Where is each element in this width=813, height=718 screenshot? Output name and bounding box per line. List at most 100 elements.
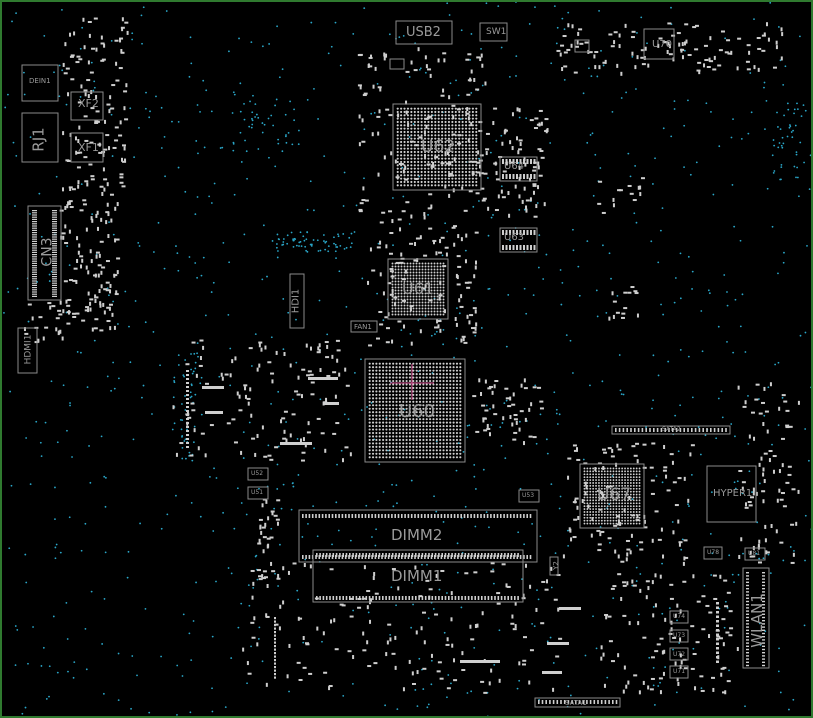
ball [461, 174, 464, 177]
ball [624, 490, 626, 493]
pad [556, 700, 559, 704]
pad [500, 514, 502, 518]
ball [452, 431, 455, 435]
pad [424, 553, 427, 557]
via [579, 712, 582, 715]
pad [633, 290, 638, 293]
ball [378, 366, 381, 369]
pad [296, 661, 301, 664]
ball [454, 107, 457, 110]
pad [684, 556, 689, 559]
via [310, 243, 313, 246]
via [299, 231, 302, 234]
ball [615, 499, 618, 502]
ball [447, 130, 451, 134]
pad [482, 197, 487, 200]
via [204, 314, 207, 317]
ball [468, 144, 471, 147]
pad [279, 604, 282, 609]
ball [436, 280, 439, 283]
ball [461, 160, 464, 164]
via [117, 377, 120, 380]
pad [292, 562, 297, 565]
ball [439, 277, 442, 280]
via [440, 401, 443, 403]
via [563, 79, 566, 81]
via [251, 123, 254, 126]
ball [459, 383, 462, 386]
via [781, 396, 784, 399]
pad [231, 359, 234, 364]
pad [742, 405, 747, 408]
via [652, 684, 655, 687]
pad [378, 310, 383, 313]
ball [435, 393, 438, 396]
via [442, 343, 445, 346]
via [316, 535, 319, 538]
pad [421, 553, 424, 557]
pad [52, 221, 57, 223]
ball [410, 150, 413, 154]
pad [265, 682, 268, 687]
via [297, 598, 300, 601]
ball [638, 516, 641, 519]
ball [624, 467, 626, 470]
ball [452, 373, 455, 376]
ball [400, 154, 403, 157]
pad [365, 596, 368, 600]
pad [69, 206, 74, 209]
ball [423, 147, 427, 150]
pad [457, 514, 459, 518]
ball [417, 154, 420, 157]
pad [758, 412, 763, 415]
via [664, 666, 667, 668]
via [457, 442, 460, 445]
pad [375, 553, 377, 557]
via [15, 155, 18, 157]
pad [473, 274, 476, 279]
pad [543, 202, 546, 207]
pad [526, 159, 529, 164]
pad [568, 527, 571, 532]
pad [594, 51, 599, 54]
pad [672, 428, 674, 432]
pad [120, 49, 123, 54]
via [671, 521, 674, 523]
pad [557, 607, 560, 612]
via [189, 391, 192, 394]
via [587, 561, 590, 564]
pad [78, 151, 83, 154]
ball [406, 268, 409, 271]
ball [403, 313, 406, 316]
via [474, 525, 477, 528]
via [334, 243, 337, 246]
ball [618, 473, 621, 476]
pad [335, 596, 338, 600]
pad [701, 595, 706, 598]
pad [384, 514, 387, 518]
pad [676, 603, 679, 608]
pad [81, 319, 86, 322]
via [293, 108, 295, 111]
ball [392, 411, 395, 414]
ball [612, 484, 615, 487]
pad [500, 189, 503, 194]
pad [32, 210, 37, 212]
pad [663, 466, 668, 469]
via [742, 552, 744, 555]
ball [475, 114, 478, 117]
via [12, 141, 15, 144]
ball [445, 418, 448, 421]
via [460, 606, 463, 609]
ball [422, 386, 425, 390]
pad [68, 229, 71, 234]
ball [632, 511, 635, 513]
ball [402, 376, 405, 379]
via [653, 704, 656, 706]
ball [412, 393, 415, 396]
ball [406, 283, 409, 286]
pad [318, 343, 321, 348]
ball [415, 286, 418, 289]
via [14, 664, 17, 667]
pad [513, 413, 518, 416]
